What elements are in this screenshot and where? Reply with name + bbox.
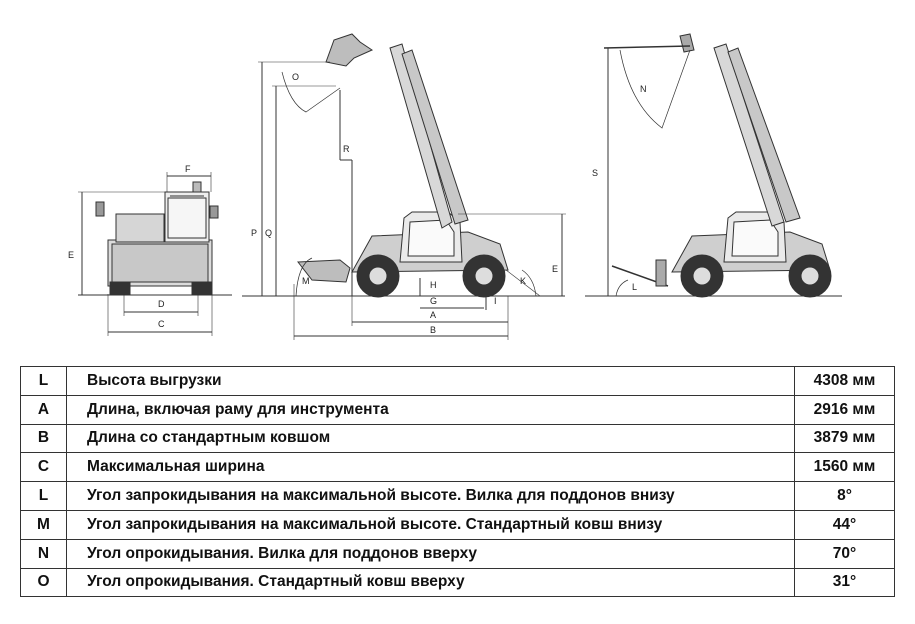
label-G: G bbox=[430, 296, 437, 306]
front-view bbox=[78, 172, 232, 336]
row-value: 2916 мм bbox=[794, 394, 895, 425]
telehandler-dimension-diagram: E F D C P Q O R M H G A B I K E N S L bbox=[68, 33, 842, 340]
label-R: R bbox=[343, 144, 350, 154]
row-value: 1560 мм bbox=[794, 452, 895, 483]
label-M: M bbox=[302, 276, 310, 286]
label-F: F bbox=[185, 164, 191, 174]
row-value: 31° bbox=[794, 567, 895, 598]
label-H: H bbox=[430, 280, 437, 290]
row-value: 4308 мм bbox=[794, 366, 895, 396]
spec-table: L Высота выгрузки 4308 мм A Длина, включ… bbox=[20, 366, 895, 598]
label-I: I bbox=[494, 296, 497, 306]
row-code: M bbox=[20, 509, 67, 540]
label-P: P bbox=[251, 228, 257, 238]
row-description: Угол запрокидывания на максимальной высо… bbox=[66, 481, 795, 511]
label-E-front: E bbox=[68, 250, 74, 260]
row-code: C bbox=[20, 452, 67, 483]
label-K: K bbox=[520, 276, 526, 286]
label-D: D bbox=[158, 299, 165, 309]
label-B: B bbox=[430, 325, 436, 335]
row-value: 70° bbox=[794, 538, 895, 569]
row-description: Длина, включая раму для инструмента bbox=[66, 394, 795, 425]
table-row: L Угол запрокидывания на максимальной вы… bbox=[20, 481, 895, 511]
row-description: Длина со стандартным ковшом bbox=[66, 423, 795, 454]
row-description: Угол опрокидывания. Вилка для поддонов в… bbox=[66, 538, 795, 569]
label-A: A bbox=[430, 310, 436, 320]
row-description: Угол опрокидывания. Стандартный ковш вве… bbox=[66, 567, 795, 598]
table-row: N Угол опрокидывания. Вилка для поддонов… bbox=[20, 538, 895, 569]
side-view-fork bbox=[585, 33, 842, 298]
row-code: O bbox=[20, 567, 67, 598]
row-value: 8° bbox=[794, 481, 895, 511]
table-row: B Длина со стандартным ковшом 3879 мм bbox=[20, 423, 895, 454]
table-row: L Высота выгрузки 4308 мм bbox=[20, 366, 895, 396]
row-value: 44° bbox=[794, 509, 895, 540]
label-O: O bbox=[292, 72, 299, 82]
label-L: L bbox=[632, 282, 637, 292]
table-row: A Длина, включая раму для инструмента 29… bbox=[20, 394, 895, 425]
label-N: N bbox=[640, 84, 647, 94]
row-code: A bbox=[20, 394, 67, 425]
row-code: L bbox=[20, 366, 67, 396]
side-view-bucket bbox=[242, 33, 566, 340]
table-row: C Максимальная ширина 1560 мм bbox=[20, 452, 895, 483]
table-row: M Угол запрокидывания на максимальной вы… bbox=[20, 509, 895, 540]
row-code: N bbox=[20, 538, 67, 569]
label-Q: Q bbox=[265, 228, 272, 238]
label-E-side: E bbox=[552, 264, 558, 274]
row-code: B bbox=[20, 423, 67, 454]
row-description: Угол запрокидывания на максимальной высо… bbox=[66, 509, 795, 540]
row-value: 3879 мм bbox=[794, 423, 895, 454]
table-row: O Угол опрокидывания. Стандартный ковш в… bbox=[20, 567, 895, 598]
row-description: Высота выгрузки bbox=[66, 366, 795, 396]
label-S: S bbox=[592, 168, 598, 178]
label-C: C bbox=[158, 319, 165, 329]
row-description: Максимальная ширина bbox=[66, 452, 795, 483]
row-code: L bbox=[20, 481, 67, 511]
